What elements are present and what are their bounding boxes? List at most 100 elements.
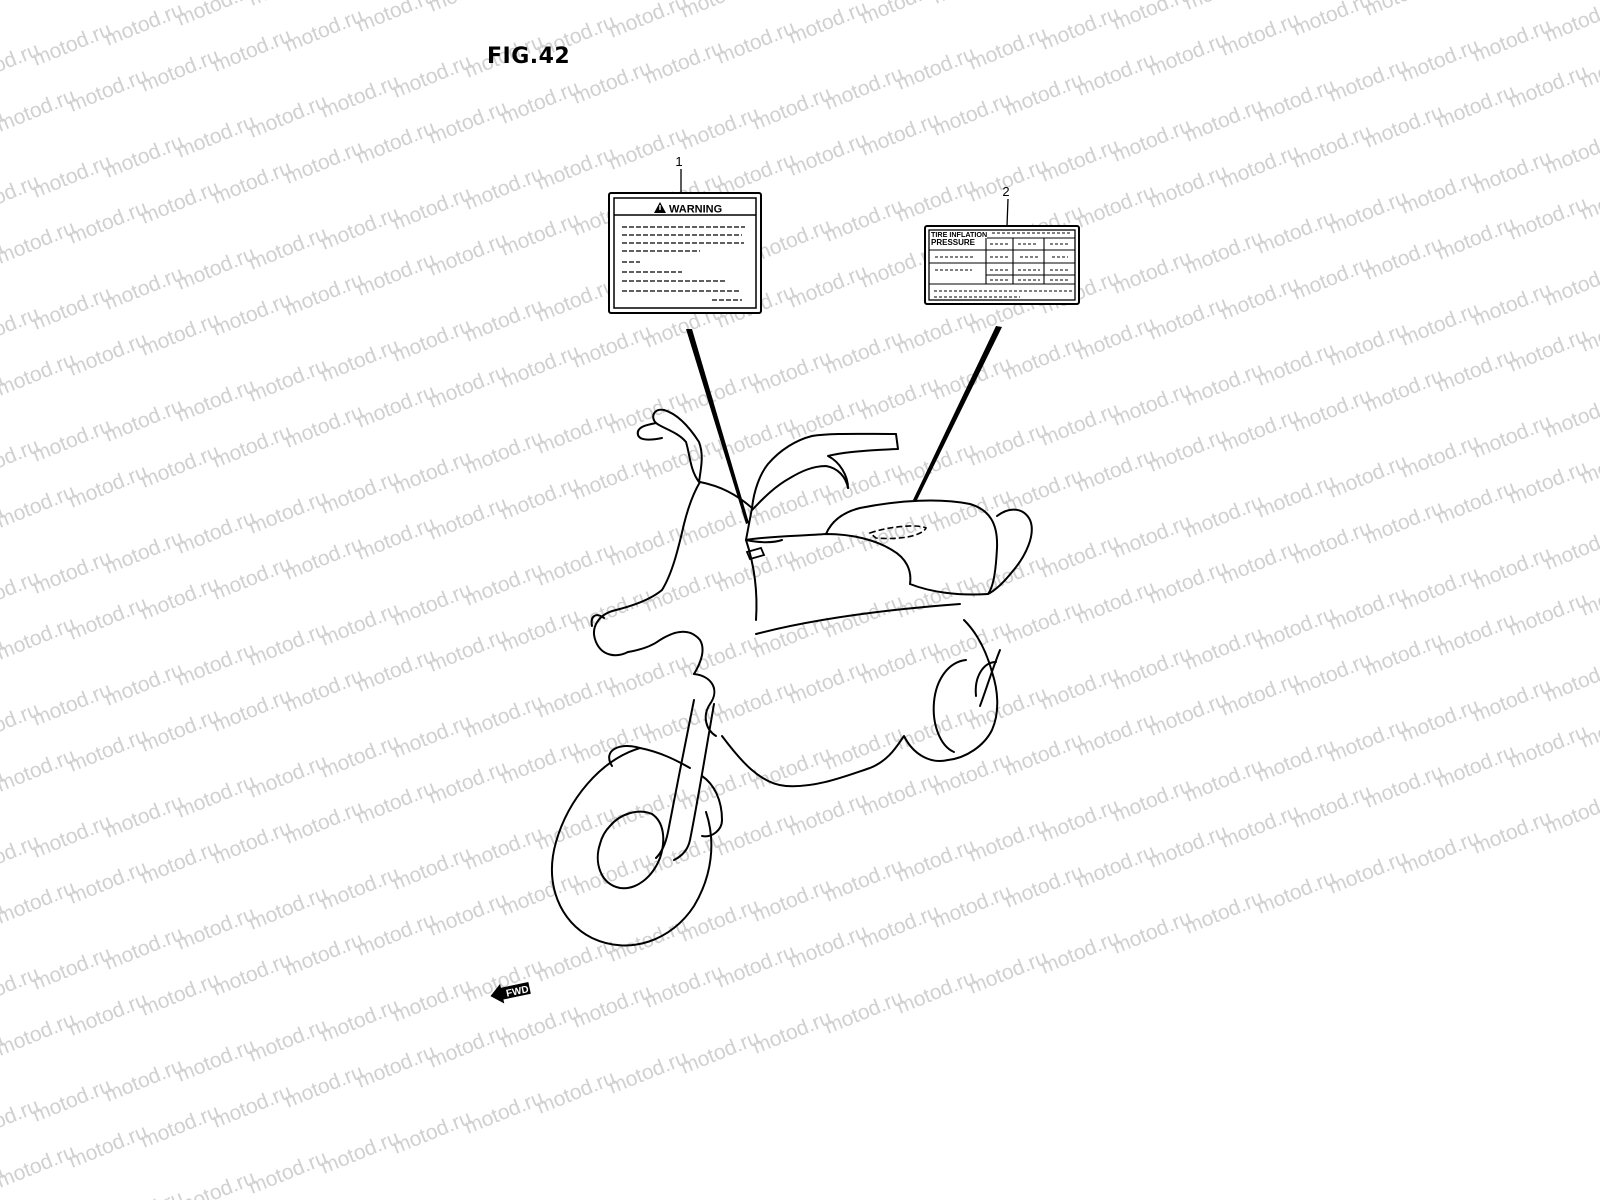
watermark-text: motod.ru (893, 174, 978, 226)
watermark-text: motod.ru (497, 208, 582, 260)
watermark-text: motod.ru (1541, 258, 1600, 310)
watermark-text: motod.ru (857, 636, 942, 688)
watermark-text: motod.ru (1073, 312, 1158, 364)
watermark-text: motod.ru (1109, 774, 1194, 826)
watermark-text: motod.ru (1433, 0, 1518, 1)
watermark-text: motod.ru (0, 0, 79, 5)
watermark-text: motod.ru (101, 0, 186, 51)
watermark-text: motod.ru (785, 788, 870, 840)
watermark-text: motod.ru (1469, 542, 1554, 594)
watermark-text: motod.ru (749, 82, 834, 134)
tire-label-title-line1: TIRE INFLATION (931, 230, 987, 239)
watermark-text: motod.ru (209, 420, 294, 472)
watermark-text: motod.ru (1433, 212, 1518, 264)
watermark-text: motod.ru (1397, 298, 1482, 350)
watermark-text: motod.ru (245, 0, 330, 11)
watermark-text: motod.ru (1037, 926, 1122, 978)
watermark-text: motod.ru (1505, 60, 1590, 112)
watermark-text: motod.ru (857, 768, 942, 820)
watermark-text: motod.ru (1073, 48, 1158, 100)
watermark-text: motod.ru (1253, 470, 1338, 522)
watermark-text: motod.ru (1325, 846, 1410, 898)
watermark-text: motod.ru (605, 650, 690, 702)
watermark-text: motod.ru (857, 372, 942, 424)
watermark-text: motod.ru (785, 128, 870, 180)
watermark-text: motod.ru (65, 988, 150, 1040)
watermark-text: motod.ru (137, 704, 222, 756)
watermark-text: motod.ru (65, 328, 150, 380)
watermark-text: motod.ru (209, 948, 294, 1000)
watermark-text: motod.ru (1217, 140, 1302, 192)
watermark-text: motod.ru (29, 810, 114, 862)
watermark-text: motod.ru (1433, 344, 1518, 396)
watermark-text: motod.ru (1181, 754, 1266, 806)
watermark-text: motod.ru (605, 1046, 690, 1098)
watermark-text: motod.ru (425, 0, 510, 17)
callout-number-2: 2 (1002, 184, 1009, 199)
watermark-text: motod.ru (1469, 410, 1554, 462)
watermark-text: motod.ru (389, 314, 474, 366)
watermark-text: motod.ru (1541, 654, 1600, 706)
watermark-text: motod.ru (281, 400, 366, 452)
watermark-text: motod.ru (713, 940, 798, 992)
watermark-text: motod.ru (893, 306, 978, 358)
watermark-text: motod.ru (29, 942, 114, 994)
watermark-text: motod.ru (497, 736, 582, 788)
watermark-text: motod.ru (1505, 192, 1590, 244)
watermark-text: motod.ru (533, 142, 618, 194)
watermark-text: motod.ru (1361, 364, 1446, 416)
watermark-text: motod.ru (389, 842, 474, 894)
watermark-text: motod.ru (1145, 820, 1230, 872)
watermark-text: motod.ru (1433, 740, 1518, 792)
warning-label: WARNING (608, 192, 762, 314)
watermark-text: motod.ru (173, 506, 258, 558)
watermark-text: motod.ru (1217, 668, 1302, 720)
watermark-text: motod.ru (317, 598, 402, 650)
watermark-text: motod.ru (605, 518, 690, 570)
watermark-text: motod.ru (1145, 28, 1230, 80)
watermark-text: motod.ru (137, 44, 222, 96)
watermark-text: motod.ru (1361, 496, 1446, 548)
watermark-text: motod.ru (749, 0, 834, 3)
watermark-text: motod.ru (857, 900, 942, 952)
watermark-text: motod.ru (1145, 160, 1230, 212)
watermark-text: motod.ru (749, 1006, 834, 1058)
watermark-text: motod.ru (1217, 536, 1302, 588)
watermark-text: motod.ru (821, 854, 906, 906)
watermark-text: motod.ru (1181, 886, 1266, 938)
watermark-text: motod.ru (1505, 456, 1590, 508)
watermark-text: motod.ru (1109, 510, 1194, 562)
watermark-text: motod.ru (65, 592, 150, 644)
watermark-text: motod.ru (461, 822, 546, 874)
watermark-text: motod.ru (641, 564, 726, 616)
watermark-text: motod.ru (569, 452, 654, 504)
watermark-text: motod.ru (0, 876, 79, 928)
watermark-text: motod.ru (857, 0, 942, 29)
watermark-text: motod.ru (929, 0, 1014, 9)
watermark-text: motod.ru (317, 730, 402, 782)
watermark-text: motod.ru (353, 248, 438, 300)
watermark-text: motod.ru (173, 638, 258, 690)
watermark-text: motod.ru (317, 334, 402, 386)
watermark-text: motod.ru (1541, 126, 1600, 178)
watermark-text: motod.ru (1361, 628, 1446, 680)
watermark-text: motod.ru (1505, 588, 1590, 640)
watermark-text: motod.ru (1397, 826, 1482, 878)
watermark-text: motod.ru (1289, 516, 1374, 568)
watermark-text: motod.ru (1397, 694, 1482, 746)
watermark-text: motod.ru (245, 354, 330, 406)
watermark-text: motod.ru (1253, 734, 1338, 786)
watermark-text: motod.ru (749, 874, 834, 926)
watermark-text: motod.ru (281, 1060, 366, 1112)
watermark-text: motod.ru (965, 814, 1050, 866)
watermark-text: motod.ru (1253, 866, 1338, 918)
watermark-text: motod.ru (209, 156, 294, 208)
watermark-text: motod.ru (1433, 476, 1518, 528)
watermark-text: motod.ru (929, 880, 1014, 932)
watermark-text: motod.ru (353, 644, 438, 696)
watermark-text: motod.ru (101, 394, 186, 446)
watermark-text: motod.ru (425, 228, 510, 280)
watermark-text: motod.ru (1181, 622, 1266, 674)
watermark-text: motod.ru (749, 214, 834, 266)
